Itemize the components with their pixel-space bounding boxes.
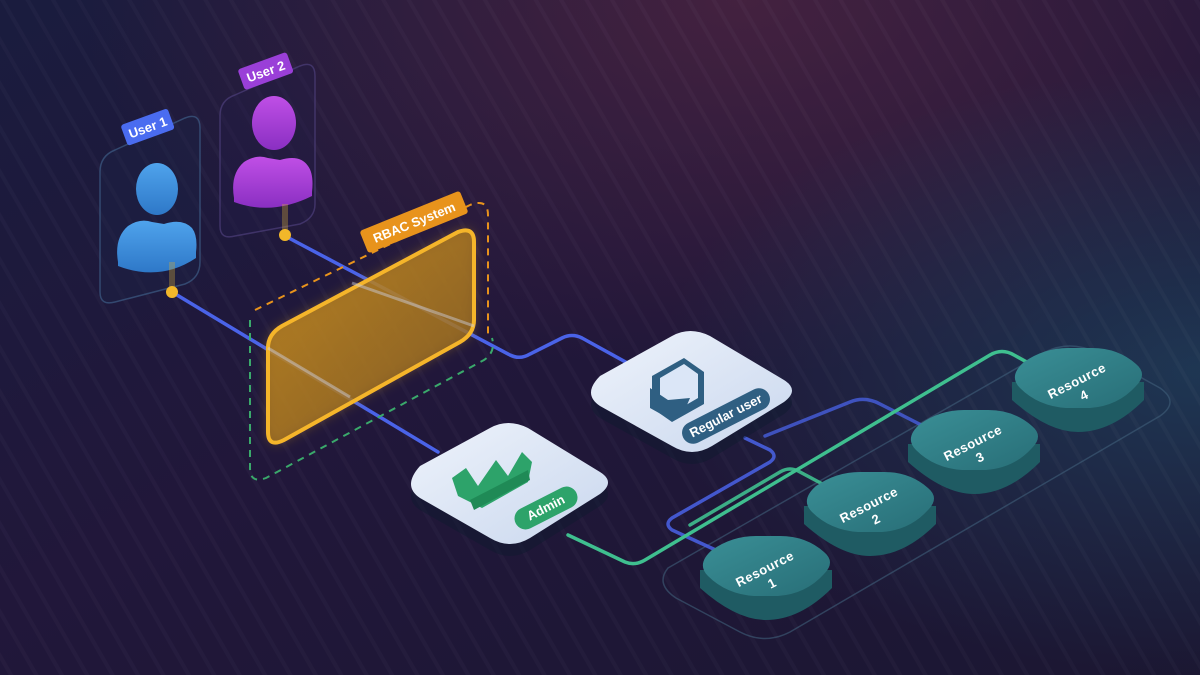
- crown-icon: [452, 452, 532, 510]
- connector-admin-resource2: [688, 467, 832, 527]
- user-2: User 2: [219, 52, 316, 241]
- rbac-pass-line-2: [351, 281, 475, 328]
- resource-1: Resource 1: [700, 536, 832, 620]
- connectors-green: [566, 349, 1047, 566]
- rbac-pass-line-1: [267, 346, 351, 399]
- tablet-hand-icon: [650, 358, 704, 422]
- user-1: User 1: [99, 109, 201, 304]
- rbac-dashed-orange: [254, 202, 489, 338]
- rbac-panel: [266, 228, 476, 445]
- resource-2-top: [806, 472, 934, 532]
- regular-user-badge-bg: [682, 388, 770, 444]
- user-1-head: [136, 163, 178, 215]
- connector-admin-resources: [566, 349, 1047, 566]
- resource-3: Resource 3: [908, 410, 1040, 494]
- resource-4-top: [1014, 348, 1142, 408]
- connector-regular-resource3: [763, 397, 937, 438]
- user-1-tag-bg: [121, 109, 175, 146]
- role-regular-user: Regular user: [591, 331, 792, 464]
- user-2-head: [252, 96, 296, 150]
- user-2-dot: [279, 229, 291, 241]
- rbac-tag-bg: [360, 191, 468, 253]
- role-admin: Admin: [411, 423, 608, 556]
- user-2-body: [233, 156, 313, 208]
- connector-user2-regular: [283, 234, 642, 372]
- resource-2: Resource 2: [804, 472, 936, 556]
- connectors-blue: [170, 234, 937, 554]
- connector-regular-resource1: [666, 436, 776, 554]
- resources-platform: [662, 345, 1171, 640]
- user-2-tag-bg: [238, 52, 294, 90]
- rbac-dashed-green: [249, 320, 494, 481]
- resource-3-top: [910, 410, 1038, 470]
- user-1-dot: [166, 286, 178, 298]
- resource-4: Resource 4: [1012, 348, 1144, 432]
- resource-1-top: [702, 536, 830, 596]
- admin-badge-bg: [514, 486, 578, 530]
- user-1-body: [117, 220, 197, 273]
